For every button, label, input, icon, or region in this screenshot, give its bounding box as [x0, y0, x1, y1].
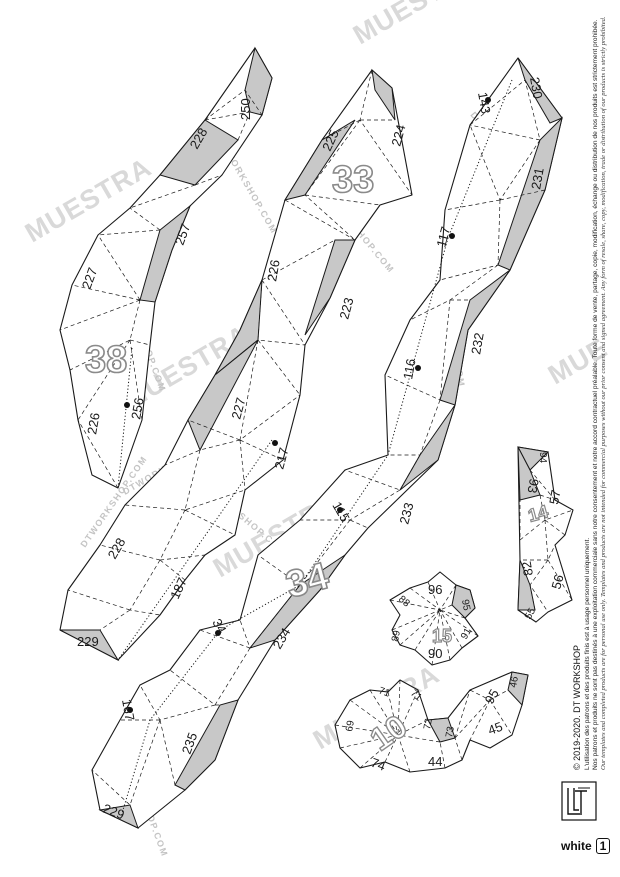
edge-number: 117 [433, 225, 453, 249]
edge-number: 55 [523, 606, 538, 622]
edge-number: 45 [486, 719, 505, 738]
piece-number: 15 [432, 626, 452, 646]
edge-number: 96 [428, 582, 442, 597]
edge-number: 90 [428, 646, 442, 661]
piece-14: 94 93 57 56 82 55 14 [517, 446, 574, 623]
piece-10: 71 71 69 72 73 74 44 95 46 45 10 [334, 671, 529, 774]
edge-number: 72 [422, 717, 435, 730]
paper-color-label: white [561, 839, 592, 853]
edge-number: 224 [388, 123, 408, 148]
edge-number: 74 [369, 755, 388, 774]
piece-number: 33 [332, 159, 374, 201]
piece-number: 38 [85, 339, 127, 381]
edge-number: 89 [390, 629, 403, 642]
edge-number: 94 [537, 452, 548, 464]
edge-number: 82 [519, 560, 536, 577]
piece-33: 225 224 226 223 227 217 228 187 229 33 [59, 68, 413, 662]
legal-fr-line1: L'utilisation des patrons et des produit… [584, 538, 591, 770]
copyright-text: © 2019-2020. DT WORKSHOP [572, 645, 582, 770]
edge-number: 217 [271, 446, 291, 471]
edge-number: 116 [400, 357, 418, 380]
edge-number: 231 [528, 167, 547, 191]
edge-number: 34 [209, 616, 229, 636]
edge-number: 167 [119, 698, 138, 722]
page-number-badge: 1 [595, 838, 611, 854]
edge-number: 223 [336, 296, 356, 321]
piece-34: 230 143 231 117 116 232 115 233 34 234 1… [91, 57, 563, 829]
edge-number: 235 [179, 731, 201, 757]
watermark-muestra: MUESTRA [348, 0, 485, 50]
edge-number: 229 [77, 634, 99, 649]
edge-number: 232 [468, 332, 487, 356]
footer-label: white 1 [561, 838, 611, 854]
edge-number: 56 [548, 573, 566, 591]
edge-number: 71 [377, 685, 392, 699]
edge-number: 95 [482, 686, 502, 706]
edge-number: 227 [79, 266, 101, 292]
piece-15: 96 88 95 89 90 91 15 [389, 571, 479, 666]
legal-notice: © 2019-2020. DT WORKSHOP L'utilisation d… [572, 16, 607, 770]
edge-number: 57 [546, 489, 563, 506]
edge-number: 226 [264, 259, 283, 283]
edge-number: 143 [475, 91, 494, 115]
edge-number: 69 [344, 719, 357, 732]
legal-fr-line2: Nos patrons et produits ne sont pas dest… [592, 19, 599, 770]
edge-number: 91 [459, 626, 474, 642]
edge-number: 257 [172, 222, 194, 248]
dt-workshop-logo-icon [561, 781, 597, 821]
edge-number: 233 [396, 501, 416, 526]
edge-number: 227 [228, 396, 248, 421]
edge-number: 229 [101, 801, 127, 823]
edge-number: 256 [128, 397, 147, 421]
edge-number: 73 [444, 725, 457, 738]
legal-en-line1: Our templates and completed products are… [600, 16, 607, 770]
edge-number: 250 [238, 98, 253, 120]
edge-number: 46 [508, 675, 521, 688]
edge-number: 226 [84, 412, 103, 436]
edge-number: 93 [525, 477, 542, 494]
piece-38: 250 228 257 227 226 256 38 [59, 46, 273, 489]
edge-number: 44 [428, 754, 442, 769]
edge-number: 95 [459, 599, 472, 612]
edge-number: 230 [527, 76, 546, 100]
